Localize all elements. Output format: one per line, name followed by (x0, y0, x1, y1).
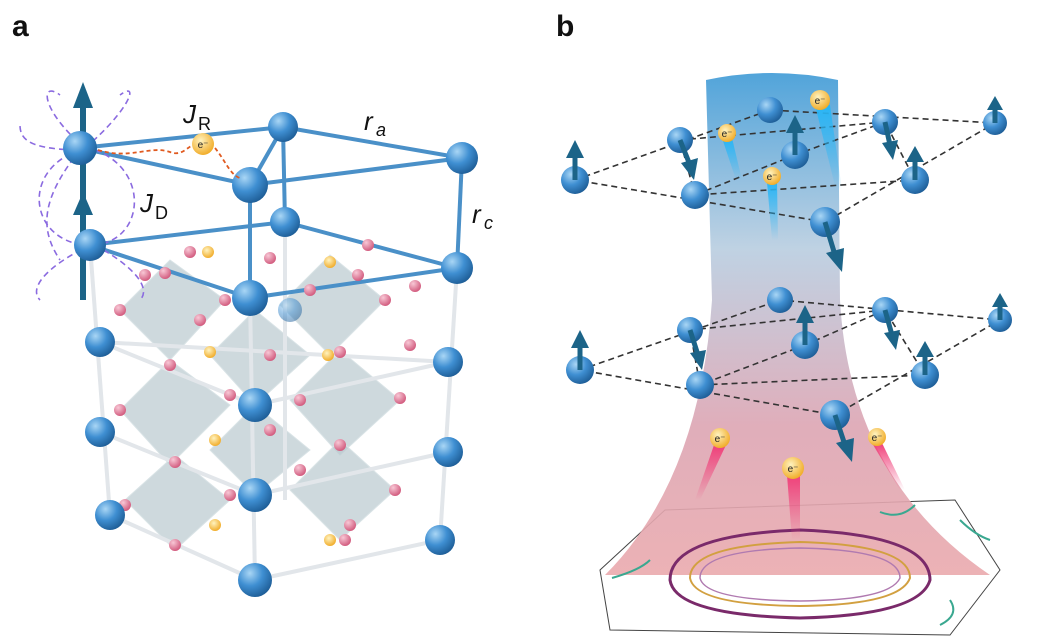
panel-a-label: a (12, 10, 29, 43)
panel-b-label: b (556, 10, 574, 43)
spin-atom-top (63, 131, 97, 165)
r-c-subscript: c (484, 213, 493, 233)
field-cone (605, 73, 990, 575)
J-R-symbol: J (182, 99, 197, 129)
electrons-b: e⁻ e⁻ e⁻ e⁻ e⁻ e⁻ (710, 90, 886, 479)
magnetic-atoms (85, 112, 478, 597)
electron-label: e⁻ (715, 434, 726, 445)
J-D-symbol: J (139, 188, 154, 218)
r-a-subscript: a (376, 120, 386, 140)
electron-label: e⁻ (815, 96, 826, 107)
J-D-subscript: D (155, 203, 168, 223)
rkky-exchange-path (97, 143, 241, 179)
lattice-bonds (79, 124, 464, 301)
J-R-subscript: R (198, 114, 211, 134)
a-site-ions (202, 246, 336, 546)
fermi-surface (611, 504, 991, 626)
spin-atoms (561, 97, 1012, 430)
electron-label: e⁻ (722, 129, 733, 140)
electron-label: e⁻ (872, 433, 883, 444)
spin-atom-bottom (74, 229, 106, 261)
spin-arrows-b (566, 96, 1008, 462)
electron-label: e⁻ (767, 172, 778, 183)
electron (192, 133, 214, 155)
r-c-symbol: r (472, 199, 482, 229)
panel-a: a (12, 10, 493, 597)
electron-label: e⁻ (788, 464, 799, 475)
r-a-symbol: r (364, 106, 374, 136)
electron-beams (695, 105, 905, 540)
electron-label: e⁻ (198, 140, 209, 151)
panel-b: b (556, 10, 1012, 636)
oxygen-atoms (114, 239, 421, 551)
